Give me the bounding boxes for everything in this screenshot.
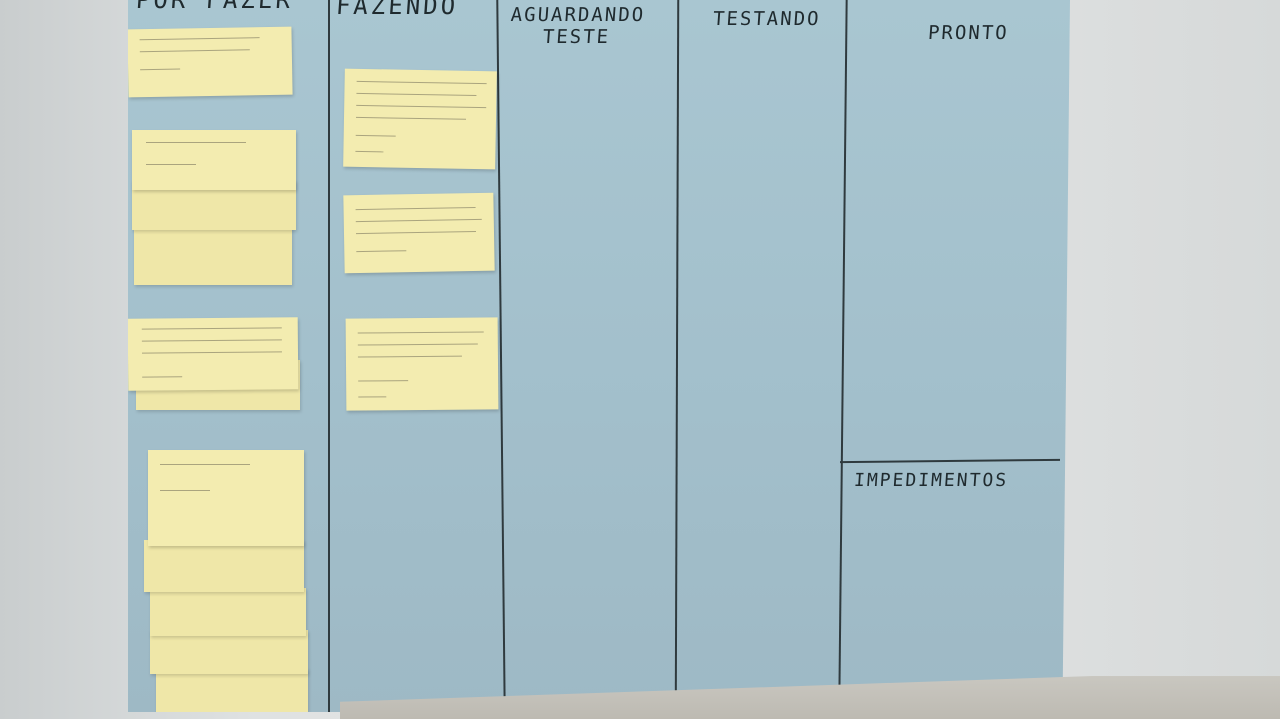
sticky-note-stack (150, 630, 308, 674)
column-title-testando: TESTANDO (712, 8, 822, 30)
sticky-note-stack (150, 588, 306, 636)
sticky-note[interactable] (132, 130, 296, 190)
sticky-note[interactable] (128, 317, 299, 391)
column-title-fazendo: FAZENDO (335, 0, 460, 20)
sticky-note-stack (156, 668, 308, 712)
divider-1 (328, 0, 330, 712)
sticky-note[interactable] (343, 192, 495, 274)
column-title-aguardando-line1: AGUARDANDO (510, 4, 646, 26)
divider-3 (674, 0, 680, 712)
sticky-note[interactable] (128, 26, 293, 98)
kanban-board: POR FAZER FAZENDO AGUARDANDO TESTE TESTA… (128, 0, 1070, 712)
sticky-note[interactable] (345, 317, 499, 411)
sticky-note[interactable] (343, 68, 497, 170)
impediments-divider (839, 458, 1061, 464)
column-title-aguardando-teste: AGUARDANDO TESTE (508, 4, 646, 48)
sticky-note[interactable] (148, 450, 304, 546)
column-title-por-fazer: POR FAZER (135, 0, 295, 14)
sticky-note-stack (134, 225, 292, 285)
column-title-pronto: PRONTO (927, 22, 1010, 44)
sticky-note-stack (144, 540, 304, 592)
column-title-aguardando-line2: TESTE (542, 26, 611, 48)
impediments-title: IMPEDIMENTOS (853, 470, 1009, 491)
divider-4 (838, 0, 848, 700)
